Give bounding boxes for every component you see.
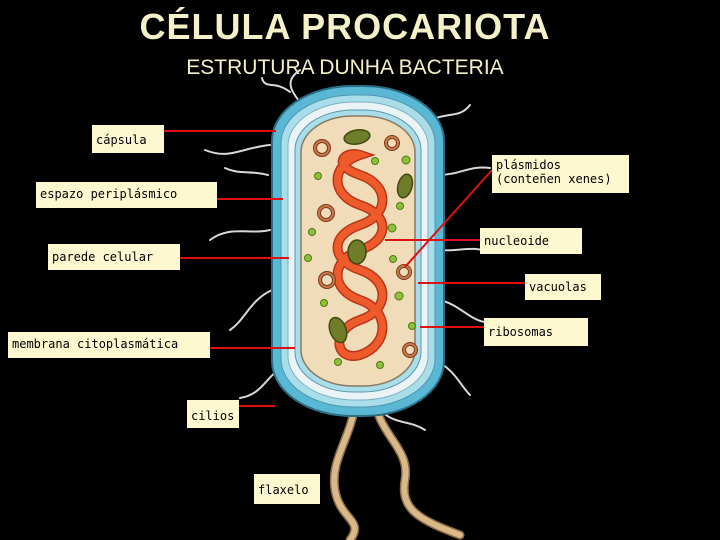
vacuole — [328, 316, 348, 344]
ribosome — [334, 358, 342, 366]
ribosome — [304, 254, 312, 262]
cilium — [261, 77, 291, 93]
page-title: CÉLULA PROCARIOTA — [139, 6, 551, 47]
label-parede-celular: parede celular — [48, 244, 180, 270]
label-vacuolas: vacuolas — [525, 274, 601, 300]
cilium — [209, 229, 271, 241]
cilium — [289, 69, 301, 103]
label-plasmidos: plásmidos (conteñen xenes) — [492, 155, 629, 193]
label-flaxelo: flaxelo — [254, 474, 320, 504]
flagellum — [329, 400, 465, 540]
vacuole — [396, 173, 414, 199]
page-subtitle: ESTRUTURA DUNHA BACTERIA — [186, 56, 504, 79]
pointer-lines — [160, 130, 525, 407]
ribosome — [314, 172, 322, 180]
label-cilios: cilios — [187, 400, 239, 428]
label-espazo-periplasmico: espazo periplásmico — [36, 182, 217, 208]
label-nucleoide: nucleoide — [480, 228, 582, 254]
label-capsula: cápsula — [92, 125, 164, 153]
pointer-plasmidos — [404, 169, 493, 268]
vacuoles — [328, 128, 414, 344]
cilium — [437, 166, 491, 176]
ribosome — [376, 361, 384, 369]
label-membrana-citoplasmatica: membrana citoplasmática — [8, 332, 210, 358]
nucleoid — [332, 149, 388, 361]
ribosome — [308, 228, 316, 236]
ribosome — [401, 155, 411, 165]
label-ribosomas: ribosomas — [484, 318, 588, 346]
ribosome — [387, 223, 397, 233]
cilium — [224, 167, 269, 176]
cilium — [239, 369, 279, 399]
ribosome — [371, 157, 379, 165]
vacuole — [347, 239, 367, 265]
ribosome — [394, 291, 404, 301]
ribosome — [389, 255, 397, 263]
ribosome — [320, 299, 328, 307]
ribosome — [408, 322, 416, 330]
ribosomes — [304, 155, 416, 369]
ribosome — [396, 202, 404, 210]
cilium — [204, 144, 271, 155]
cilium — [439, 299, 486, 323]
cilium — [229, 289, 273, 331]
vacuole — [343, 128, 371, 146]
